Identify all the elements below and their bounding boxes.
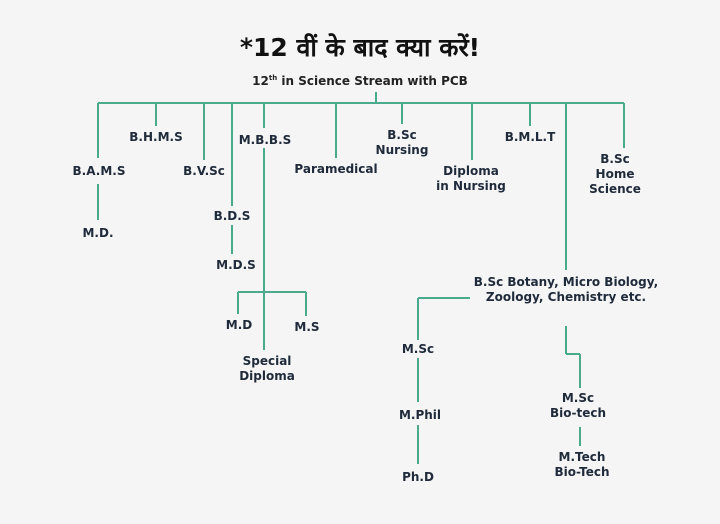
- page-title: *12 वीं के बाद क्या करें!: [239, 33, 481, 62]
- subtitle: 12th in Science Stream with PCB: [252, 74, 468, 88]
- node-diploma-nursing: Diploma in Nursing: [436, 164, 506, 193]
- node-bsc-nursing: B.Sc Nursing: [375, 128, 429, 157]
- node-bsc-home-science: B.Sc Home Science: [589, 152, 641, 196]
- node-mtech-biotech: M.Tech Bio-Tech: [554, 450, 610, 479]
- node-mphil: M.Phil: [398, 408, 442, 422]
- node-md-ayurveda: M.D.: [82, 226, 114, 240]
- node-bams: B.A.M.S: [72, 164, 126, 178]
- node-msc-biotech: M.Sc Bio-tech: [549, 391, 607, 420]
- node-bvsc: B.V.Sc: [183, 164, 225, 178]
- node-phd: Ph.D: [402, 470, 434, 484]
- node-mbbs: M.B.B.S: [238, 133, 292, 147]
- node-md: M.D: [225, 318, 253, 332]
- node-bmlt: B.M.L.T: [504, 130, 556, 144]
- node-ms: M.S: [294, 320, 320, 334]
- node-bds: B.D.S: [213, 209, 251, 223]
- node-bhms: B.H.M.S: [129, 130, 183, 144]
- node-mds: M.D.S: [216, 258, 256, 272]
- node-bsc-botany: B.Sc Botany, Micro Biology, Zoology, Che…: [473, 275, 659, 304]
- node-paramedical: Paramedical: [294, 162, 378, 176]
- node-msc: M.Sc: [401, 342, 435, 356]
- node-special-diploma: Special Diploma: [239, 354, 295, 383]
